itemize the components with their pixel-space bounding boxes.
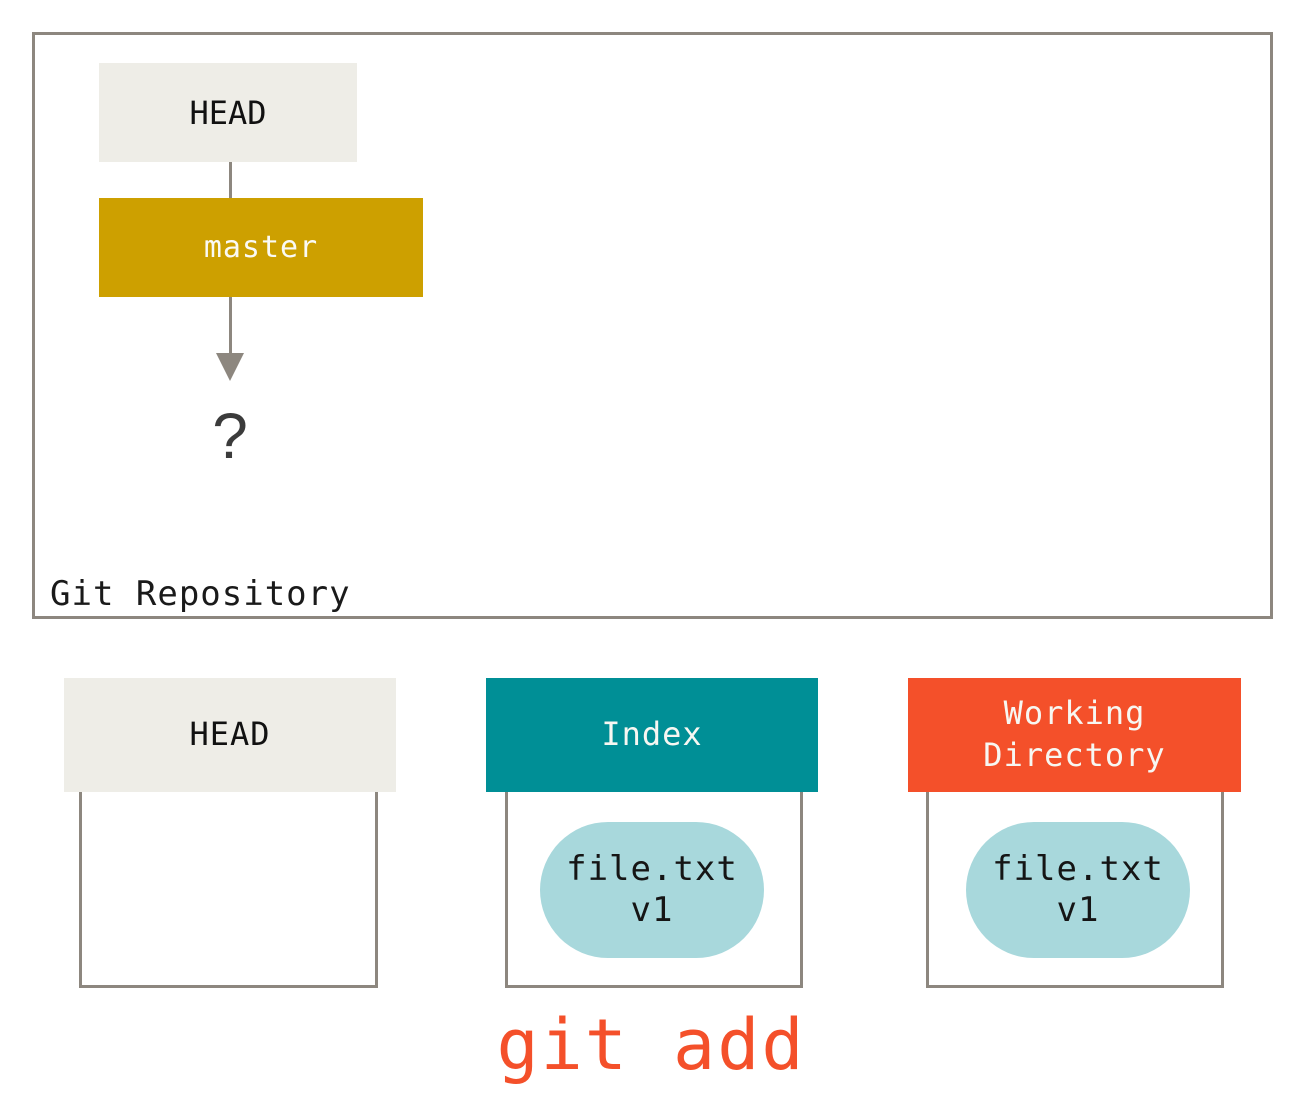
branch-master: master bbox=[99, 198, 423, 297]
head-to-branch-connector bbox=[229, 162, 232, 198]
tree-working-directory-header: Working Directory bbox=[908, 678, 1241, 792]
branch-arrow-line bbox=[229, 297, 232, 355]
tree-head-header: HEAD bbox=[64, 678, 396, 792]
branch-arrow-head-icon bbox=[216, 353, 244, 381]
index-file-version: v1 bbox=[630, 890, 674, 930]
tree-index-header: Index bbox=[486, 678, 818, 792]
tree-head-body bbox=[79, 792, 378, 988]
git-repository-frame bbox=[32, 32, 1273, 619]
working-directory-file-version: v1 bbox=[1056, 890, 1100, 930]
unknown-commit: ? bbox=[212, 400, 248, 472]
index-file-blob: file.txt v1 bbox=[540, 822, 764, 958]
index-file-name: file.txt bbox=[566, 848, 738, 889]
git-repository-label: Git Repository bbox=[50, 574, 351, 614]
working-directory-file-blob: file.txt v1 bbox=[966, 822, 1190, 958]
git-command-label: git add bbox=[496, 1004, 806, 1086]
repo-head-pointer: HEAD bbox=[99, 63, 357, 162]
working-directory-file-name: file.txt bbox=[992, 848, 1164, 889]
